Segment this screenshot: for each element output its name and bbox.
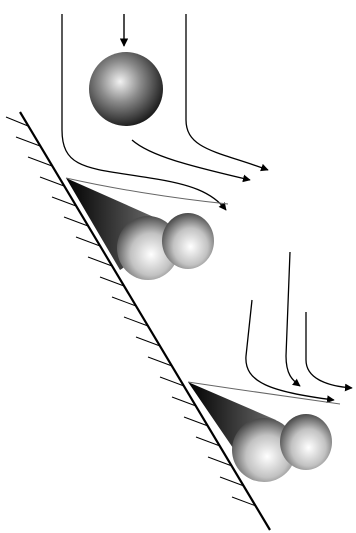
- flow-arrow: [306, 312, 352, 388]
- upper-scene: [62, 14, 268, 280]
- inclined-wall: [20, 112, 270, 530]
- flow-arrow: [186, 14, 268, 170]
- lower-scene: [188, 252, 352, 482]
- flow-arrow: [286, 252, 300, 386]
- lobe-right: [280, 414, 332, 470]
- flow-arrow: [132, 140, 250, 180]
- flow-arrow: [246, 300, 334, 400]
- droplet-sphere: [89, 52, 163, 126]
- lobe-right: [162, 213, 214, 269]
